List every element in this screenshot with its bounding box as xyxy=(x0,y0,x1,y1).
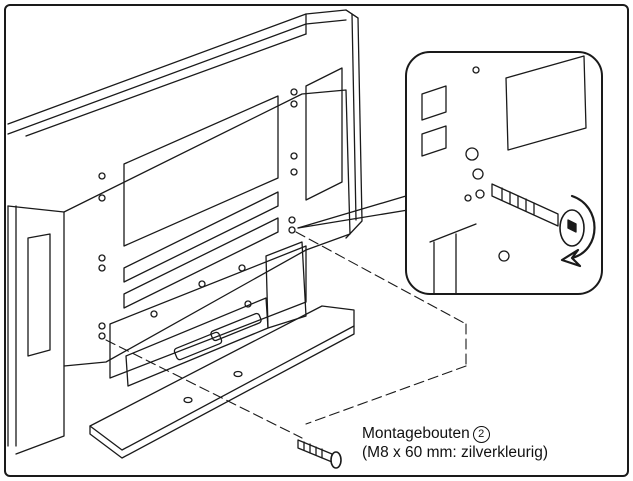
bolt-zoom xyxy=(491,183,585,247)
rotate-arrow-icon xyxy=(560,194,596,268)
tv-back-panel xyxy=(7,9,363,455)
tv-stand xyxy=(89,241,355,459)
callout-title: Montagebouten xyxy=(362,425,470,442)
callout-line-2: (M8 x 60 mm: zilverkleurig) xyxy=(362,444,549,461)
zoom-pointer xyxy=(297,195,409,229)
callout-number: 2 xyxy=(472,426,490,443)
tv-mounting-diagram xyxy=(7,9,603,469)
bolt-loose xyxy=(297,439,342,469)
zoom-detail xyxy=(405,51,603,295)
guide-lines xyxy=(105,231,467,439)
